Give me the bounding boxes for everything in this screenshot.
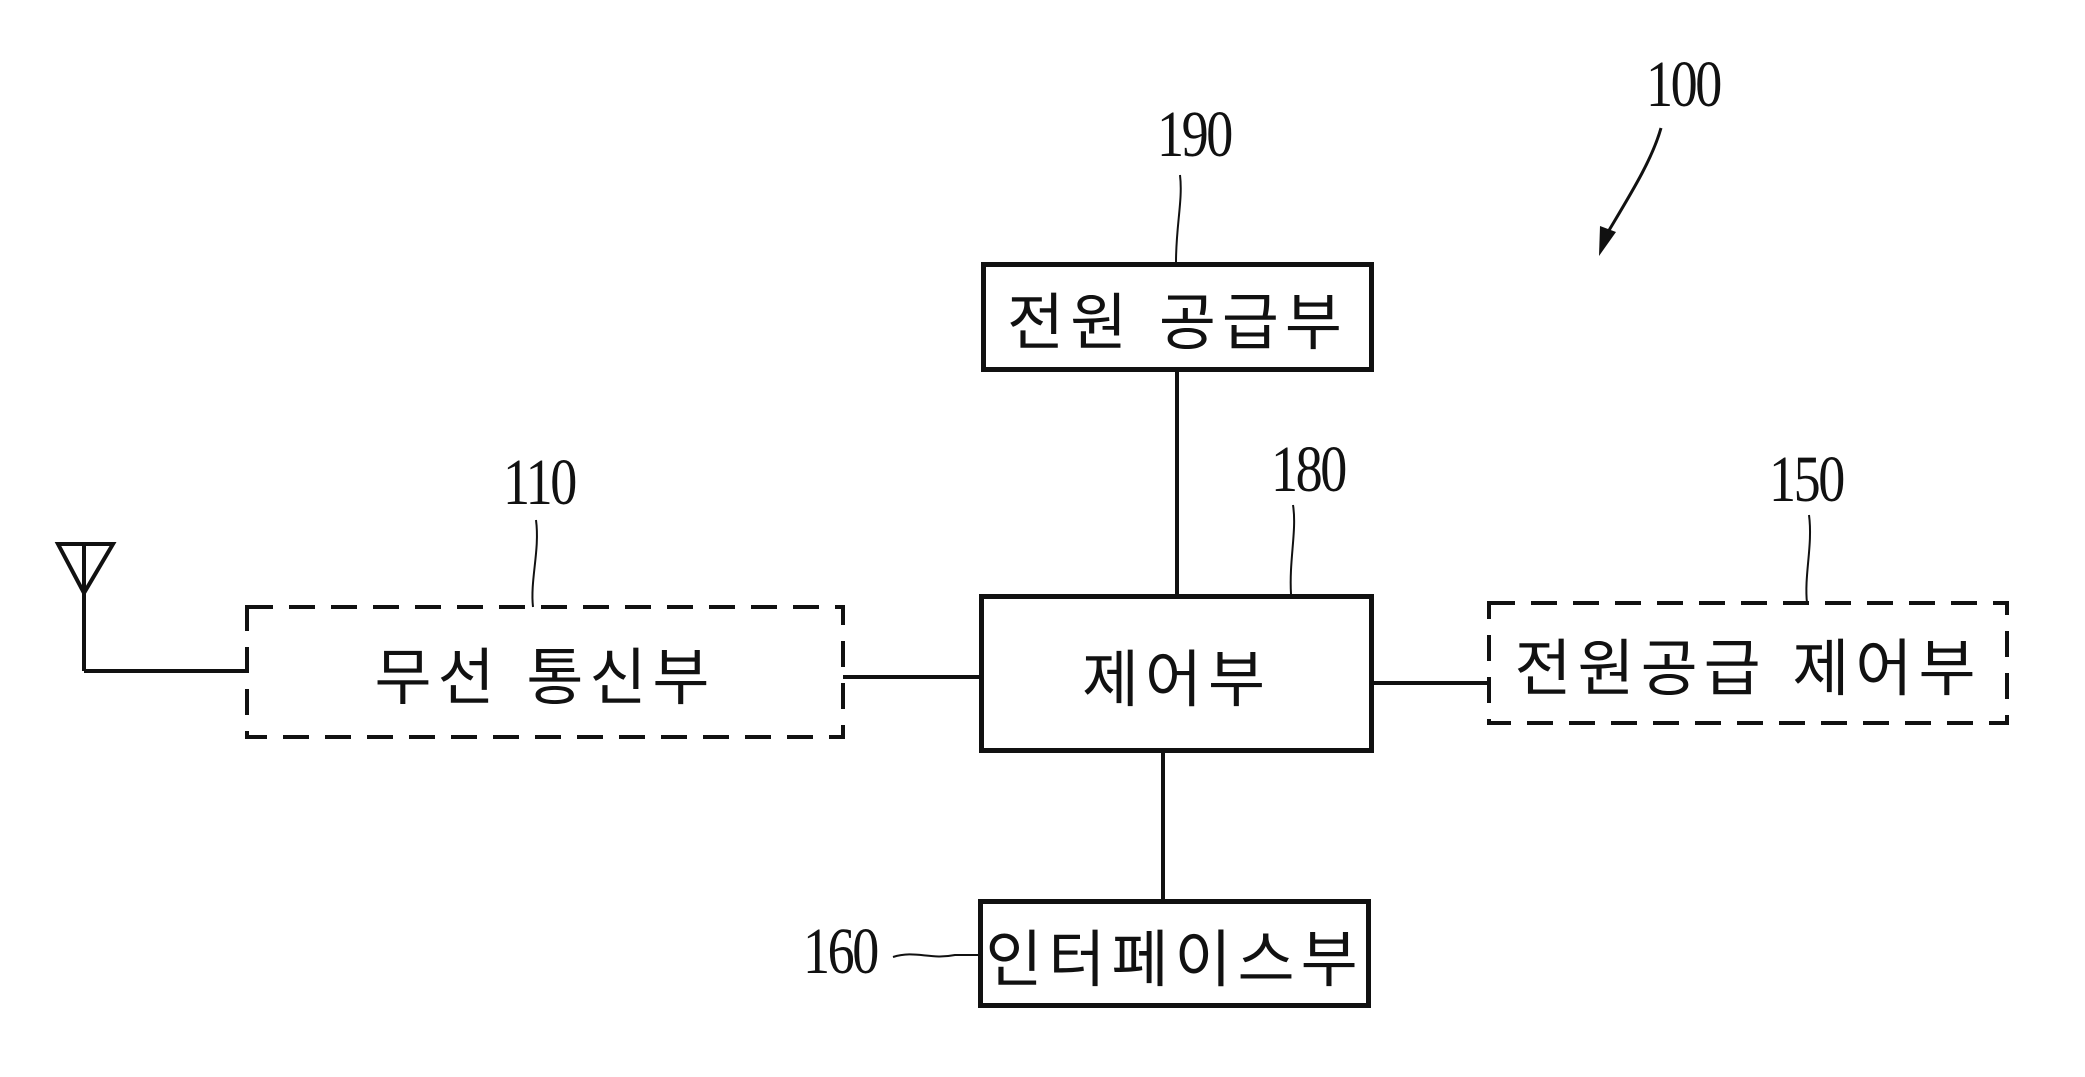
interface-label: 인터페이스부 (985, 922, 1364, 996)
power-supply-control-block: 전원공급 제어부 (1489, 603, 2007, 723)
leader-190 (1175, 174, 1182, 263)
controller-label: 제어부 (1081, 642, 1272, 716)
leader-150 (1805, 514, 1812, 604)
ref-180: 180 (1271, 433, 1347, 506)
ref-190: 190 (1157, 98, 1233, 171)
ref-160: 160 (803, 915, 879, 988)
system-ref-arrowhead-icon (1599, 226, 1616, 256)
wireless-communication-label: 무선 통신부 (374, 641, 716, 714)
leader-110 (531, 519, 538, 608)
power-supply-block: 전원 공급부 (981, 262, 1374, 372)
ref-100: 100 (1646, 48, 1722, 121)
power-supply-label: 전원 공급부 (1007, 286, 1348, 359)
leader-160 (892, 953, 978, 958)
leader-180 (1289, 504, 1296, 595)
system-ref-arrow (1606, 127, 1663, 233)
ref-150: 150 (1769, 443, 1845, 516)
antenna-icon (54, 542, 247, 673)
interface-block: 인터페이스부 (978, 899, 1371, 1008)
wireless-communication-block: 무선 통신부 (247, 607, 843, 737)
power-control-box-border (1487, 601, 2009, 725)
ref-110: 110 (503, 446, 577, 519)
wireless-box-border (245, 605, 845, 739)
power-supply-control-label: 전원공급 제어부 (1514, 632, 1982, 705)
controller-block: 제어부 (979, 594, 1374, 753)
